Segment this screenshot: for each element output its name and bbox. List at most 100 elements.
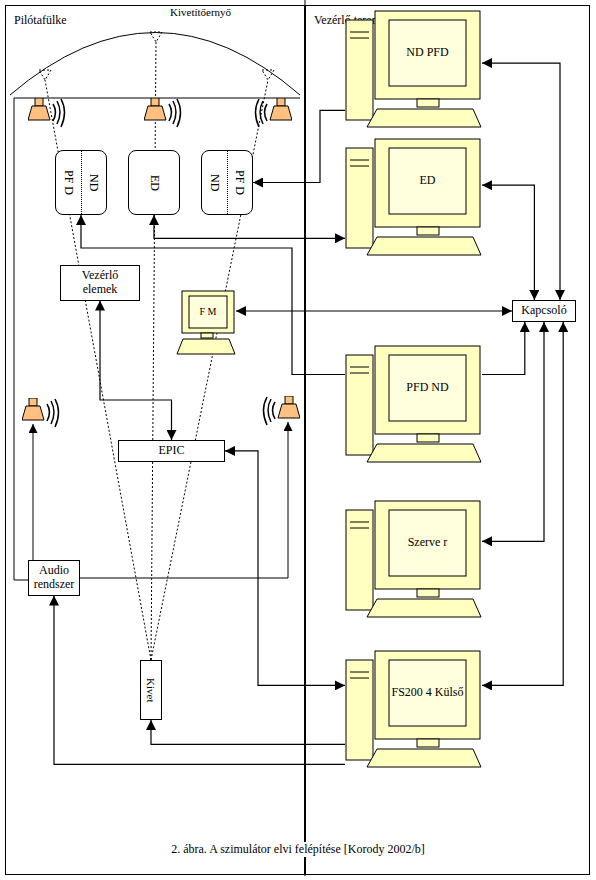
connector-arrow <box>100 301 172 440</box>
computer-tower <box>346 148 373 248</box>
room-region: Vezérlő teremND PFDEDKapcsolóPFD NDSzerv… <box>305 5 590 875</box>
projector-label: Kivet <box>145 678 157 702</box>
monitor <box>375 501 480 589</box>
speaker-wire <box>80 422 288 578</box>
display-label: ND <box>202 151 227 214</box>
drive-slot <box>350 522 369 523</box>
computer-tower <box>346 510 373 610</box>
display-label: PF D <box>56 151 81 214</box>
computer: ND PFD <box>345 10 482 128</box>
monitor-stand <box>417 589 439 597</box>
computer-drawing <box>345 500 482 618</box>
display-label: PF D <box>227 151 253 214</box>
screen-area: Szerve r <box>391 512 464 574</box>
screen-area: PFD ND <box>391 357 464 419</box>
computer-tower <box>346 660 373 760</box>
audio-wiring <box>14 98 300 580</box>
connector-arrow <box>151 720 345 744</box>
speaker-symbol <box>256 98 293 127</box>
screen-label: ND PFD <box>406 46 448 60</box>
computer-drawing <box>176 290 236 355</box>
keyboard <box>367 237 481 255</box>
connector-arrow <box>482 63 560 300</box>
drive-slot <box>350 672 369 673</box>
screen-area: F M <box>191 298 225 326</box>
screen-label: PFD ND <box>406 381 448 395</box>
drive-slot <box>350 678 369 679</box>
screen-label: ED <box>420 174 436 188</box>
computer: FS200 4 Külső <box>345 650 482 768</box>
computer-tower <box>346 20 373 120</box>
drive-slot <box>350 160 369 161</box>
computer-drawing <box>345 138 482 256</box>
computer: Szerve r <box>345 500 482 618</box>
drive-slot <box>350 373 369 374</box>
drive-slot <box>350 166 369 167</box>
monitor <box>375 346 480 434</box>
monitor-screen <box>189 296 227 328</box>
drive-slot <box>350 38 369 39</box>
screen-label: Kivetítőernyő <box>170 6 231 18</box>
monitor-stand <box>417 434 439 442</box>
switch-box: Kapcsoló <box>512 300 576 322</box>
box-label: Audio rendszer <box>33 564 75 592</box>
keyboard <box>177 339 235 354</box>
screen-area: FS200 4 Külső <box>391 662 464 724</box>
connector-arrow <box>482 322 525 375</box>
projection-marker <box>39 70 51 80</box>
process-box: EPIC <box>118 440 225 462</box>
connector-arrow <box>154 215 345 238</box>
keyboard <box>367 444 481 462</box>
monitor-stand <box>201 333 213 338</box>
display-label: ND <box>81 151 107 214</box>
keyboard <box>367 599 481 617</box>
speaker-symbol <box>144 98 181 127</box>
projector: Kivet <box>140 660 162 720</box>
computer-drawing <box>345 650 482 768</box>
screen-label: FS200 4 Külső <box>391 686 463 700</box>
projection-marker <box>262 70 274 80</box>
drive-slot <box>350 32 369 33</box>
monitor-screen <box>389 510 466 576</box>
region-heading: Pilótafülke <box>14 13 67 28</box>
box-label: Kapcsoló <box>521 304 566 318</box>
projection-ray <box>151 42 156 660</box>
figure-caption: 2. ábra. A szimulátor elvi felépítése [K… <box>168 842 428 857</box>
process-box: Vezérlő elemek <box>60 265 140 301</box>
process-box: Audio rendszer <box>28 560 80 596</box>
screen-area: ED <box>391 150 464 212</box>
connector-arrow <box>236 310 512 311</box>
computer: ED <box>345 138 482 256</box>
monitor-stand <box>417 739 439 747</box>
monitor <box>375 651 480 739</box>
connector-arrow <box>225 451 345 686</box>
connector-arrow <box>482 322 563 685</box>
display-label: ED <box>129 151 179 214</box>
connector-arrow <box>253 110 345 182</box>
monitor-screen <box>389 148 466 214</box>
computer-drawing <box>345 10 482 128</box>
keyboard <box>367 749 481 767</box>
cockpit-display: ED <box>128 150 180 215</box>
monitor <box>375 139 480 227</box>
monitor <box>182 291 234 333</box>
connector-arrow <box>482 322 544 541</box>
projection-screen <box>10 33 300 96</box>
screen-label: Szerve r <box>408 536 448 550</box>
box-label: Vezérlő elemek <box>65 269 135 297</box>
box-label: EPIC <box>158 444 184 458</box>
connector-arrow <box>482 185 534 300</box>
monitor-screen <box>389 355 466 421</box>
room-region: PilótafülkePF DNDEDNDPF DVezérlő elemekF… <box>5 5 305 875</box>
drive-slot <box>350 528 369 529</box>
computer-drawing <box>345 345 482 463</box>
cockpit-display: PF DND <box>55 150 107 215</box>
screen-label: F M <box>200 306 217 318</box>
monitor-screen <box>389 660 466 726</box>
speaker-symbol <box>28 98 65 127</box>
keyboard <box>367 109 481 127</box>
speaker-wire <box>14 98 300 580</box>
